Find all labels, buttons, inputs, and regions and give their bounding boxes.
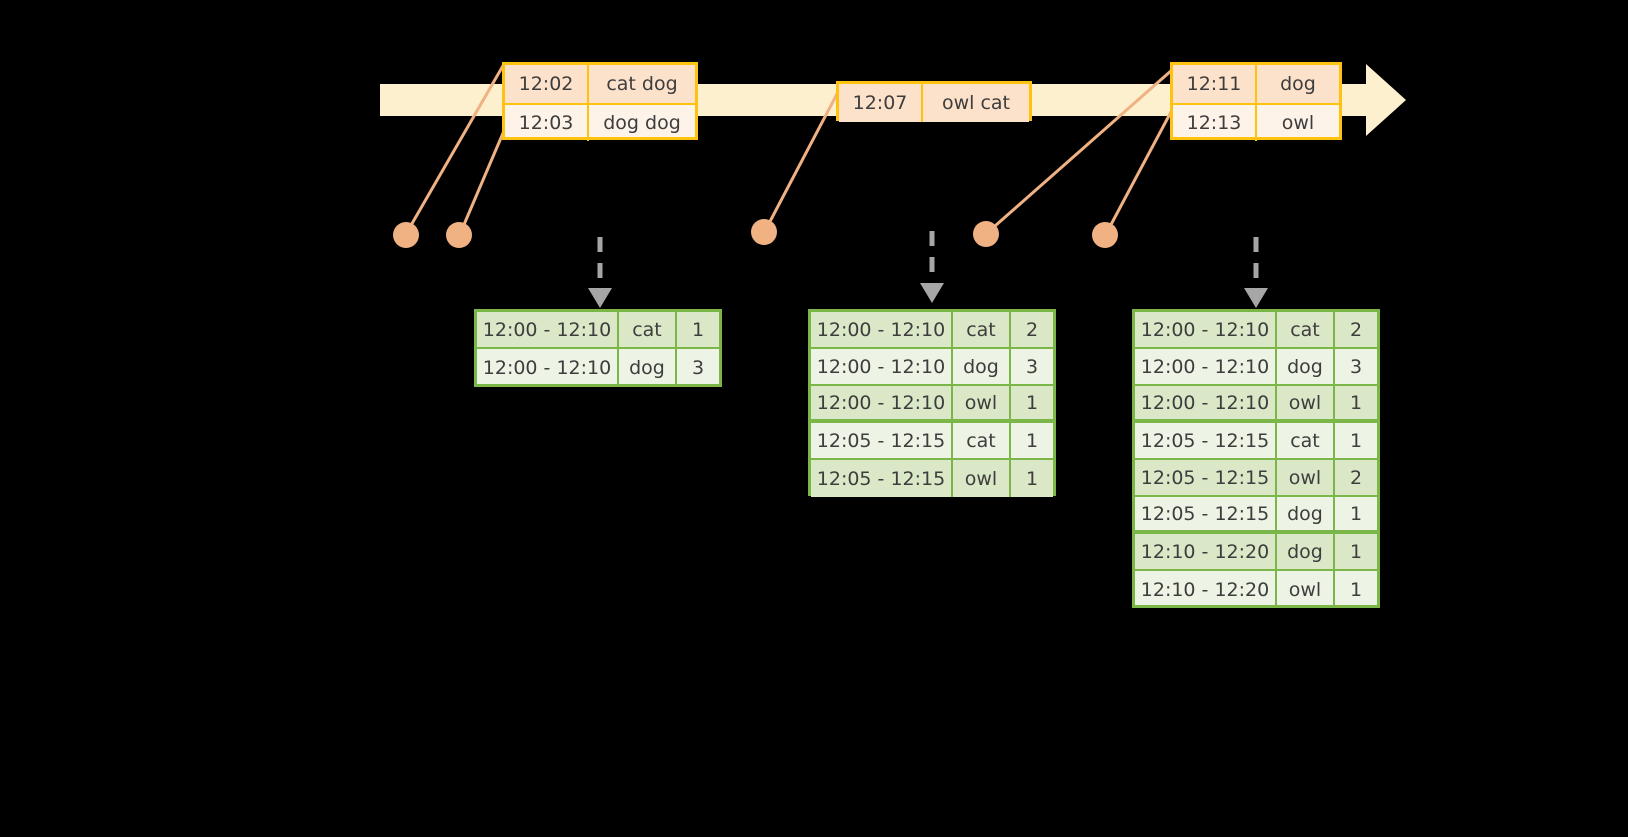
cell-key: dog <box>953 349 1011 384</box>
table-row[interactable]: 12:00 - 12:10 dog 3 <box>1135 349 1377 386</box>
cell-window: 12:00 - 12:10 <box>1135 349 1277 384</box>
marker-dot-2 <box>446 222 472 248</box>
cell-window: 12:10 - 12:20 <box>1135 571 1277 608</box>
timeline-event-row[interactable]: 12:11 dog <box>1173 65 1339 103</box>
cell-key: cat <box>1277 423 1335 458</box>
timeline-event-row[interactable]: 12:03 dog dog <box>505 103 695 141</box>
cell-key: dog <box>619 349 677 386</box>
cell-count: 1 <box>1349 429 1363 452</box>
cell-count: 1 <box>1349 502 1363 525</box>
table-row[interactable]: 12:00 - 12:10 owl 1 <box>811 386 1053 423</box>
cell-window: 12:00 - 12:10 <box>811 386 953 419</box>
table-row[interactable]: 12:00 - 12:10 cat 1 <box>477 312 719 349</box>
table-row[interactable]: 12:10 - 12:20 owl 1 <box>1135 571 1377 608</box>
timeline-event-row[interactable]: 12:02 cat dog <box>505 65 695 103</box>
table-row[interactable]: 12:00 - 12:10 owl 1 <box>1135 386 1377 423</box>
timeline-event-group-3[interactable]: 12:11 dog 12:13 owl <box>1170 62 1342 141</box>
flow-arrows <box>597 231 1259 288</box>
marker-dot-1 <box>393 222 419 248</box>
cell-count: 2 <box>1335 312 1377 347</box>
marker-dot-5 <box>1092 222 1118 248</box>
event-time: 12:13 <box>1173 105 1257 141</box>
event-time: 12:07 <box>839 84 923 122</box>
table-row[interactable]: 12:05 - 12:15 cat 1 <box>1135 423 1377 460</box>
table-row[interactable]: 12:05 - 12:15 owl 1 <box>811 460 1053 497</box>
result-table-2[interactable]: 12:00 - 12:10 cat 2 12:00 - 12:10 dog 3 … <box>808 309 1056 497</box>
cell-count: 3 <box>1025 355 1039 378</box>
cell-window: 12:00 - 12:10 <box>811 349 953 384</box>
cell-key: cat <box>1277 312 1335 347</box>
cell-count: 1 <box>677 312 719 347</box>
cell-count: 1 <box>1349 578 1363 601</box>
result-table-1[interactable]: 12:00 - 12:10 cat 1 12:00 - 12:10 dog 3 <box>474 309 722 387</box>
event-message: owl <box>1281 112 1315 134</box>
cell-count: 3 <box>691 356 705 379</box>
cell-window: 12:05 - 12:15 <box>811 423 953 458</box>
event-message: dog <box>1280 73 1316 95</box>
event-time: 12:02 <box>505 65 589 103</box>
cell-key: owl <box>953 386 1011 419</box>
table-row[interactable]: 12:05 - 12:15 dog 1 <box>1135 497 1377 534</box>
event-time: 12:03 <box>505 105 589 141</box>
event-markers <box>393 219 1118 248</box>
cell-count: 1 <box>1335 534 1377 569</box>
cell-window: 12:00 - 12:10 <box>1135 312 1277 347</box>
table-row[interactable]: 12:10 - 12:20 dog 1 <box>1135 534 1377 571</box>
timeline-event-group-2[interactable]: 12:07 owl cat <box>836 81 1032 122</box>
table-row[interactable]: 12:00 - 12:10 cat 2 <box>811 312 1053 349</box>
event-message: owl cat <box>941 92 1011 114</box>
arrowhead-1 <box>588 288 612 308</box>
cell-key: owl <box>1277 386 1335 419</box>
table-row[interactable]: 12:05 - 12:15 owl 2 <box>1135 460 1377 497</box>
cell-count: 3 <box>1349 355 1363 378</box>
cell-window: 12:05 - 12:15 <box>1135 497 1277 530</box>
cell-window: 12:00 - 12:10 <box>811 312 953 347</box>
cell-window: 12:10 - 12:20 <box>1135 534 1277 569</box>
cell-count: 2 <box>1335 460 1377 495</box>
cell-key: dog <box>1277 349 1335 384</box>
cell-key: cat <box>619 312 677 347</box>
marker-dot-3 <box>751 219 777 245</box>
result-table-3[interactable]: 12:00 - 12:10 cat 2 12:00 - 12:10 dog 3 … <box>1132 309 1380 608</box>
timeline-event-row[interactable]: 12:13 owl <box>1173 103 1339 141</box>
cell-window: 12:00 - 12:10 <box>1135 386 1277 419</box>
cell-key: dog <box>1277 497 1335 530</box>
cell-count: 1 <box>1025 429 1039 452</box>
table-row[interactable]: 12:00 - 12:10 dog 3 <box>811 349 1053 386</box>
flow-arrowheads <box>588 283 1268 308</box>
cell-key: cat <box>953 423 1011 458</box>
timeline-event-row[interactable]: 12:07 owl cat <box>839 84 1029 122</box>
cell-key: owl <box>1277 571 1335 608</box>
cell-count: 1 <box>1011 460 1053 497</box>
cell-window: 12:05 - 12:15 <box>811 460 953 497</box>
event-message: cat dog <box>606 73 678 95</box>
cell-window: 12:05 - 12:15 <box>1135 460 1277 495</box>
cell-count: 1 <box>1335 386 1377 419</box>
table-row[interactable]: 12:00 - 12:10 cat 2 <box>1135 312 1377 349</box>
cell-key: cat <box>953 312 1011 347</box>
table-row[interactable]: 12:05 - 12:15 cat 1 <box>811 423 1053 460</box>
event-time: 12:11 <box>1173 65 1257 103</box>
cell-key: owl <box>953 460 1011 497</box>
timeline-arrowhead <box>1366 64 1406 136</box>
cell-window: 12:00 - 12:10 <box>477 349 619 386</box>
timeline-event-group-1[interactable]: 12:02 cat dog 12:03 dog dog <box>502 62 698 141</box>
arrowhead-3 <box>1244 288 1268 308</box>
cell-window: 12:05 - 12:15 <box>1135 423 1277 458</box>
marker-dot-4 <box>973 221 999 247</box>
cell-key: owl <box>1277 460 1335 495</box>
cell-count: 2 <box>1011 312 1053 347</box>
cell-count: 1 <box>1011 386 1053 419</box>
event-message: dog dog <box>603 112 681 134</box>
table-row[interactable]: 12:00 - 12:10 dog 3 <box>477 349 719 386</box>
arrowhead-2 <box>920 283 944 303</box>
cell-key: dog <box>1277 534 1335 569</box>
cell-window: 12:00 - 12:10 <box>477 312 619 347</box>
